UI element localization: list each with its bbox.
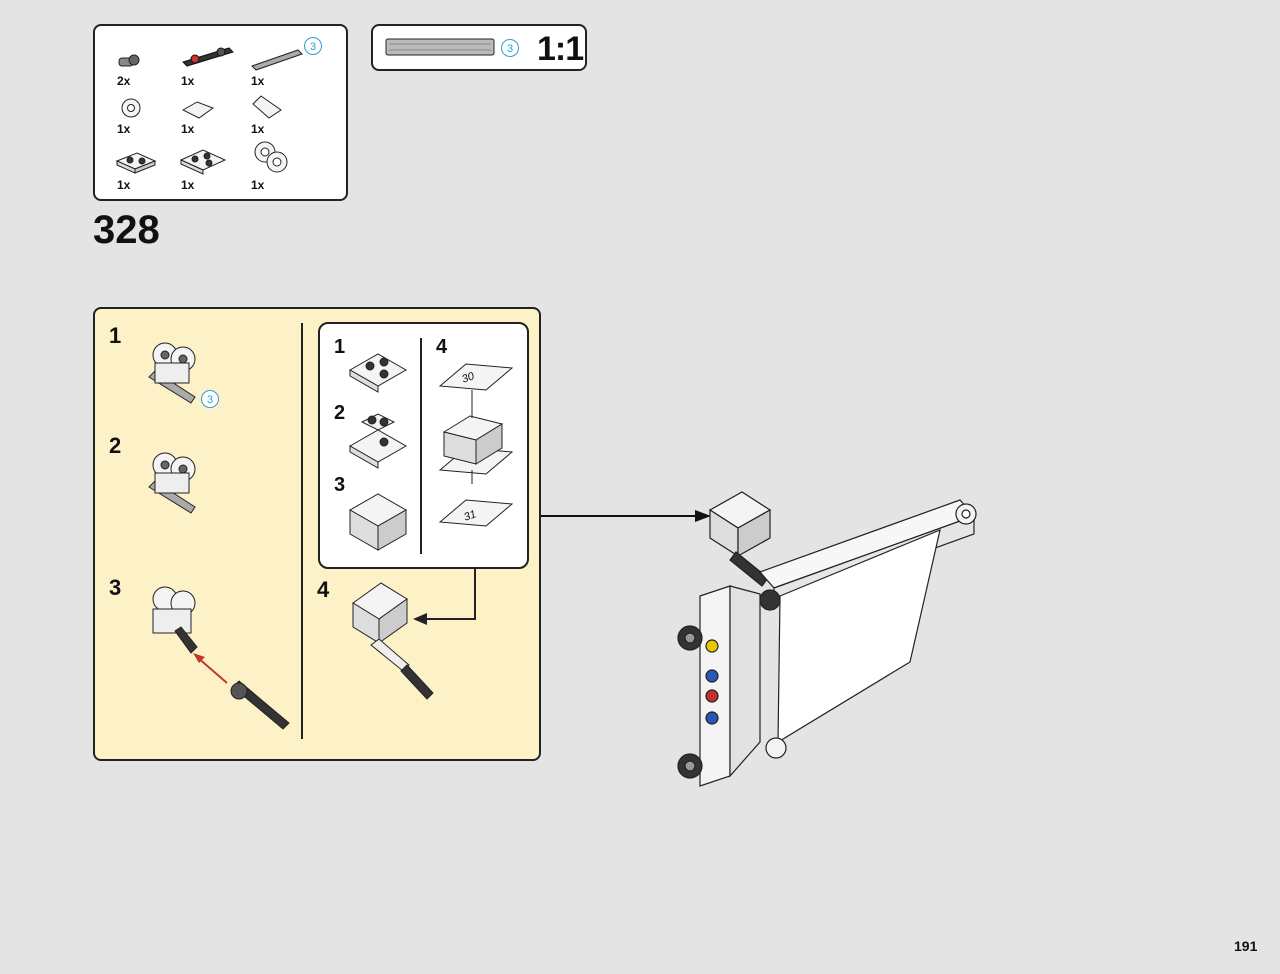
corner-plate-icon (179, 149, 227, 175)
divider-line (301, 323, 303, 739)
submodel-step-number: 2 (109, 433, 122, 458)
page-number: 191 (1234, 938, 1258, 954)
part-qty: 1x (181, 178, 195, 192)
axle-pin-icon (118, 54, 140, 67)
plate-stack-substep2 (348, 413, 408, 469)
scale-label: 1:1 (537, 30, 584, 68)
submodel-step-number: 1 (109, 323, 122, 348)
connector-with-bush-step2 (148, 452, 196, 514)
axle-length-badge: 3 (201, 390, 219, 408)
substep-number: 3 (334, 474, 346, 496)
part-qty: 1x (117, 122, 131, 136)
placement-arrow (541, 510, 711, 522)
sticker-application-substep4 (438, 363, 514, 527)
cross-axle-connector-icon (254, 141, 288, 173)
corner-plate-substep1 (348, 353, 408, 393)
submodel-box: 1 3 2 3 4 1 2 3 4 30 31 (93, 307, 541, 761)
scale-box: 3 1:1 (371, 24, 587, 71)
curved-slope-substep3 (348, 493, 408, 551)
tile-assembly-step4 (352, 582, 434, 700)
connector-with-pin-step3 (152, 586, 290, 730)
axle-3-icon (251, 49, 303, 71)
divider-line (420, 338, 422, 554)
connector-with-axle-step1 (148, 342, 196, 404)
axle-length-badge: 3 (304, 37, 322, 55)
axle-length-badge: 3 (501, 39, 519, 57)
part-qty: 1x (251, 122, 265, 136)
white-bush-icon (121, 98, 141, 118)
part-qty: 2x (117, 74, 131, 88)
plate-1x2-icon (115, 152, 157, 174)
substep-number: 4 (436, 336, 448, 358)
black-pin-connector-icon (182, 47, 234, 67)
curved-slope-tile-icon (181, 101, 215, 119)
part-qty: 1x (181, 122, 195, 136)
substep-arrow (413, 567, 476, 625)
axle-scale-icon (385, 38, 495, 56)
substep-number: 1 (334, 336, 346, 358)
part-qty: 1x (181, 74, 195, 88)
part-qty: 1x (251, 74, 265, 88)
submodel-step-number: 3 (109, 575, 122, 600)
substep-number: 2 (334, 402, 346, 424)
submodel-step-number: 4 (317, 577, 330, 602)
substep-box: 1 2 3 4 30 31 (318, 322, 529, 569)
part-qty: 1x (117, 178, 131, 192)
wedge-tile-icon (252, 95, 282, 119)
part-qty: 1x (251, 178, 265, 192)
main-model-illustration (677, 491, 977, 787)
step-number: 328 (93, 208, 160, 252)
parts-list-box: 2x 1x 3 1x 1x 1x 1x 1x 1x 1x (93, 24, 348, 201)
